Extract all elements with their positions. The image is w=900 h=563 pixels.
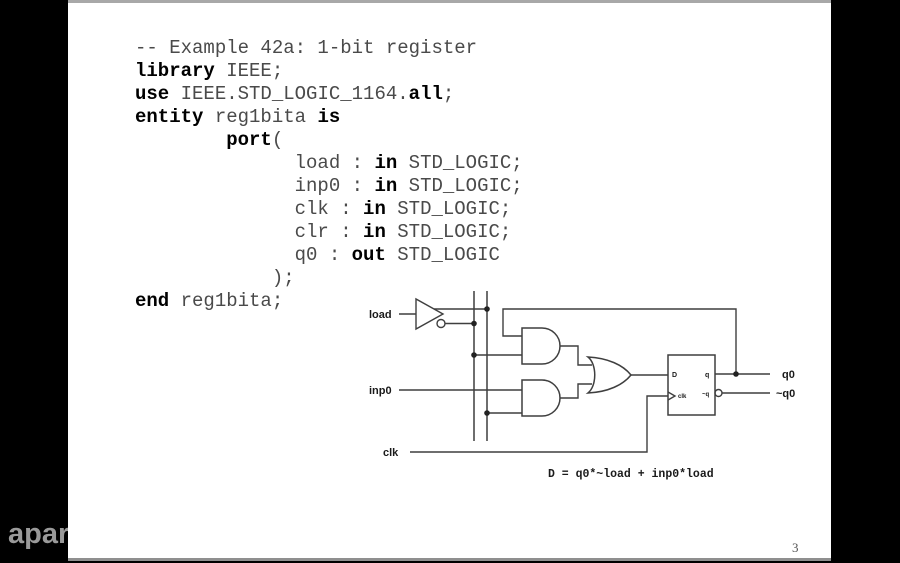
q0-label: q0 [782,369,795,381]
clk-label: clk [383,447,399,459]
code-line: clr : in STD_LOGIC; [135,221,512,243]
code-line: use IEEE.STD_LOGIC_1164.all; [135,83,455,105]
code-line: port( [226,129,284,151]
dff-clock-edge-marker [667,391,677,401]
dff-notq-label: ~q [702,392,710,398]
dff-q-label: q [705,372,709,379]
slide-top-border [68,0,831,3]
watermark-text: apar [8,518,68,550]
buffer-gate [415,297,445,331]
code-line: load : in STD_LOGIC; [135,152,523,174]
junction-dot [484,410,490,416]
junction-dot [484,306,490,312]
code-line: entity reg1bita is [135,106,341,128]
notq0-label: ~q0 [776,388,795,400]
wire-and2-to-or [560,383,592,399]
wire-clk-input [410,395,668,453]
slide-bottom-border [68,558,831,561]
code-line: -- Example 42a: 1-bit register [135,37,478,59]
equation-text: D = q0*~load + inp0*load [548,468,714,481]
code-line: clk : in STD_LOGIC; [135,198,512,220]
logic-diagram: load inp0 clk q0 ~q0 D q clk ~q D = q0*~… [369,291,795,481]
code-line: end reg1bita; [135,290,284,312]
left-letterbox-bar: apar [0,0,68,563]
or-gate [585,356,632,394]
dff-clk-label: clk [678,394,687,400]
code-line: library IEEE; [135,60,284,82]
junction-dot [471,320,477,327]
inp0-label: inp0 [369,385,392,397]
dff-notq-bubble [714,388,723,398]
code-line: ); [135,267,295,289]
inverter-bubble [436,318,446,329]
dff-box [667,354,716,416]
page-number: 3 [792,540,799,555]
junction-dot [733,371,739,377]
wire-feedback-q0 [502,308,737,374]
load-label: load [369,309,392,321]
junction-dot [471,352,477,358]
code-line: inp0 : in STD_LOGIC; [135,175,523,197]
code-line: q0 : out STD_LOGIC [135,244,500,266]
and-gate-2 [521,379,561,417]
wire-and1-to-or [560,345,592,366]
dff-d-label: D [672,372,677,379]
and-gate-1 [521,327,561,365]
